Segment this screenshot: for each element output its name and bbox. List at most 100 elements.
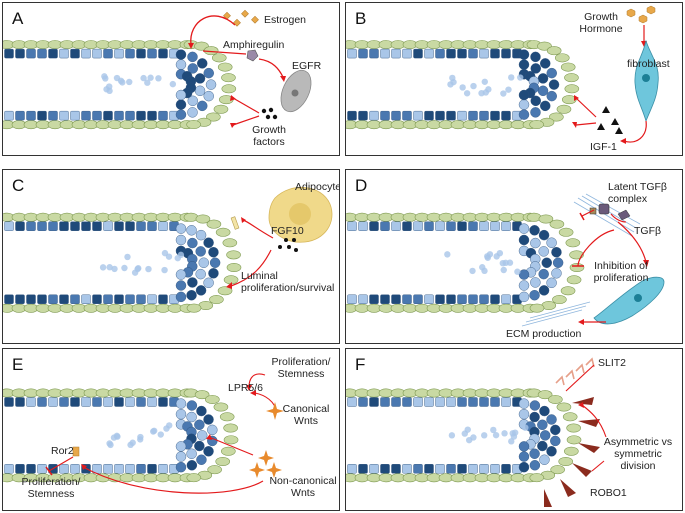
panel-c: C Adipocyte FGF10 Luminal proliferation/… <box>2 169 340 344</box>
bud-cell <box>175 99 187 110</box>
bud-cell <box>518 49 530 60</box>
noncanonical-line1: Non-canonical <box>269 475 337 487</box>
basal-cell <box>564 446 579 456</box>
prolif-line1: Proliferation/ <box>271 356 331 368</box>
bud-cell <box>203 446 214 457</box>
luminal-cell <box>468 221 478 231</box>
bud-cell <box>530 51 541 63</box>
luminal-cell <box>435 294 445 304</box>
luminal-cell <box>147 397 157 407</box>
bud-cell <box>518 223 530 234</box>
fibroblast-label: fibroblast <box>627 58 670 70</box>
bud-cell <box>195 229 207 241</box>
mammary-duct <box>3 212 242 313</box>
basal-cell <box>560 286 576 296</box>
bud-cell <box>529 460 541 471</box>
noncanonical-line2: Wnts <box>291 487 315 499</box>
lumen-cell <box>463 90 471 97</box>
bud-cell <box>194 440 205 452</box>
bud-cell <box>518 461 530 473</box>
basal-cell <box>213 402 229 412</box>
luminal-cell <box>125 48 135 59</box>
luminal-cell <box>147 464 157 474</box>
lumen-cell <box>106 264 113 271</box>
luminal-cell <box>391 397 401 407</box>
luminal-cell <box>15 221 25 231</box>
lumen-cell <box>484 253 491 260</box>
bud-cell <box>546 446 557 457</box>
bud-cell <box>175 223 187 234</box>
bud-cell <box>194 85 206 97</box>
lumen-cell <box>500 266 507 274</box>
basal-cell <box>546 46 562 56</box>
luminal-cell <box>435 110 445 121</box>
luminal-cell <box>70 464 80 474</box>
luminal-cell <box>125 221 135 231</box>
bud-cell <box>537 73 549 84</box>
bud-cell <box>195 246 206 257</box>
duct-diagram-b <box>346 5 659 144</box>
noncanonical-wnts-label: Non-canonical Wnts <box>267 475 339 499</box>
luminal-cell <box>37 464 47 474</box>
basal-cell <box>529 303 545 313</box>
luminal-cell <box>37 397 47 407</box>
duct-diagram-d <box>346 193 665 327</box>
luminal-cell <box>402 294 412 304</box>
luminal-cell <box>413 294 423 304</box>
basal-cell <box>564 73 579 83</box>
duct-diagram-a <box>3 9 312 130</box>
canonical-line1: Canonical <box>282 403 330 415</box>
lumen-cell <box>469 267 476 275</box>
luminal-cell <box>125 110 135 121</box>
lumen-cell <box>501 430 508 437</box>
luminal-cell <box>158 294 168 304</box>
luminal-cell <box>81 221 91 231</box>
luminal-cell <box>358 464 368 474</box>
luminal-cell <box>92 221 102 231</box>
bud-cell <box>518 269 530 280</box>
lumen-cell <box>500 90 507 97</box>
luminal-cell <box>81 397 91 407</box>
amphiregulin-shape <box>246 49 259 62</box>
bud-cell <box>537 440 548 452</box>
bud-cell <box>518 234 530 246</box>
lumen-cell <box>169 80 177 88</box>
basal-cell <box>537 41 552 51</box>
basal-cell <box>548 394 563 404</box>
canonical-wnt-star <box>266 402 284 420</box>
bud-cell <box>530 63 541 74</box>
luminal-cell <box>125 464 135 474</box>
luminal-cell <box>15 48 25 59</box>
basal-cell <box>566 275 582 285</box>
basal-cell <box>566 435 582 445</box>
luminal-cell <box>4 464 14 474</box>
luminal-cell <box>70 48 80 59</box>
basal-cell <box>529 473 545 483</box>
bud-cell <box>529 411 540 423</box>
egfr-label: EGFR <box>292 60 322 72</box>
receptor-fgfr <box>230 216 240 230</box>
luminal-cell <box>347 397 357 407</box>
bud-cell <box>194 419 205 430</box>
luminal-cell <box>4 110 14 121</box>
basal-cell <box>226 250 241 260</box>
bud-cell <box>175 291 187 303</box>
luminal-line1: Luminal <box>241 270 278 282</box>
luminal-cell <box>402 110 412 121</box>
basal-cell <box>209 295 224 305</box>
bud-cell <box>187 63 198 74</box>
lumen-cell <box>161 266 168 274</box>
luminal-cell <box>468 48 478 59</box>
luminal-cell <box>347 294 357 304</box>
canonical-line2: Wnts <box>294 415 318 427</box>
bud-cell <box>518 280 530 291</box>
bud-cell <box>175 234 187 246</box>
basal-cell <box>529 120 544 130</box>
bud-cell <box>196 430 208 441</box>
bud-cell <box>538 268 549 280</box>
luminal-cell <box>4 294 14 304</box>
bud-cell <box>538 246 549 257</box>
bud-cell <box>175 398 187 409</box>
bud-cell <box>203 414 214 425</box>
lumen-cell <box>470 434 477 441</box>
